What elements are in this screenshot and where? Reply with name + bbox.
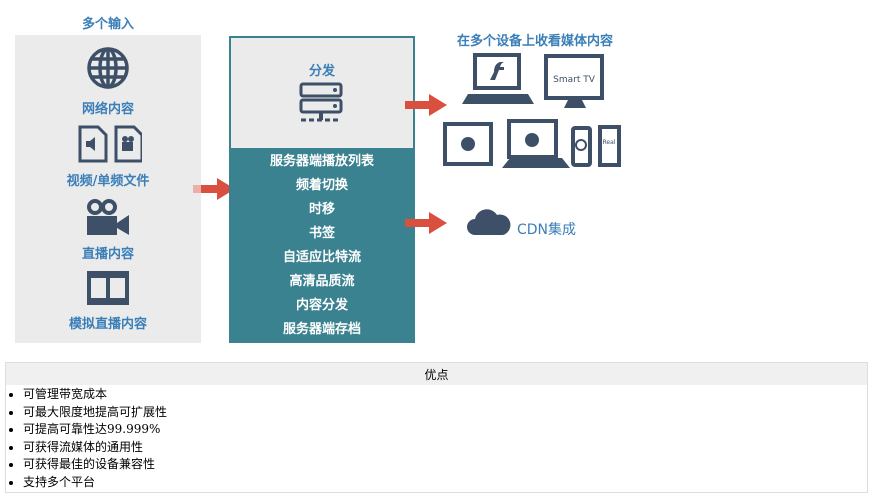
arrow-right-icon xyxy=(193,178,235,200)
input-live: 直播内容 xyxy=(81,247,134,262)
feature: 内容分发 xyxy=(295,298,348,313)
server-icon xyxy=(299,82,343,122)
arrow-right-icon xyxy=(405,212,447,234)
advantage-item: 可获得流媒体的通用性 xyxy=(23,439,866,457)
distribution-features: 服务器端播放列表 频着切换 时移 书签 自适应比特流 高清品质流 内容分发 服务… xyxy=(229,148,415,343)
advantages-table: 优点 可管理带宽成本 可最大限度地提高可扩展性 可提高可靠性达99.999% 可… xyxy=(5,362,868,493)
input-web-content: 网络内容 xyxy=(81,102,134,117)
feature: 高清品质流 xyxy=(289,274,355,289)
feature: 服务器端播放列表 xyxy=(269,154,374,169)
advantage-item: 支持多个平台 xyxy=(23,474,866,492)
advantages-header: 优点 xyxy=(5,362,868,385)
advantage-item: 可管理带宽成本 xyxy=(23,386,866,404)
phone-label: Real xyxy=(603,139,616,146)
input-files: 视频/单频文件 xyxy=(66,174,150,189)
input-simulated-live: 模拟直播内容 xyxy=(68,317,147,332)
cloud-icon xyxy=(467,209,511,235)
globe-icon xyxy=(87,47,129,89)
inputs-title: 多个输入 xyxy=(81,17,134,32)
devices-title: 在多个设备上收看媒体内容 xyxy=(456,34,613,49)
video-camera-icon xyxy=(87,199,129,235)
film-strip-icon xyxy=(87,271,129,305)
smart-tv-label: Smart TV xyxy=(553,75,596,85)
feature: 时移 xyxy=(308,202,335,217)
devices-icon: Smart TV Real xyxy=(443,53,621,168)
feature: 自适应比特流 xyxy=(282,250,361,265)
advantage-item: 可最大限度地提高可扩展性 xyxy=(23,404,866,422)
advantage-item: 可提高可靠性达99.999% xyxy=(23,421,866,439)
distribution-title: 分发 xyxy=(308,64,335,79)
distribution-panel xyxy=(229,36,415,148)
feature: 书签 xyxy=(308,226,335,241)
feature: 服务器端存档 xyxy=(282,322,361,337)
feature: 频着切换 xyxy=(295,178,348,193)
advantage-item: 可获得最佳的设备兼容性 xyxy=(23,456,866,474)
audio-video-file-icon xyxy=(78,125,142,163)
arrow-right-icon xyxy=(405,94,447,116)
cdn-label: CDN集成 xyxy=(517,222,577,238)
